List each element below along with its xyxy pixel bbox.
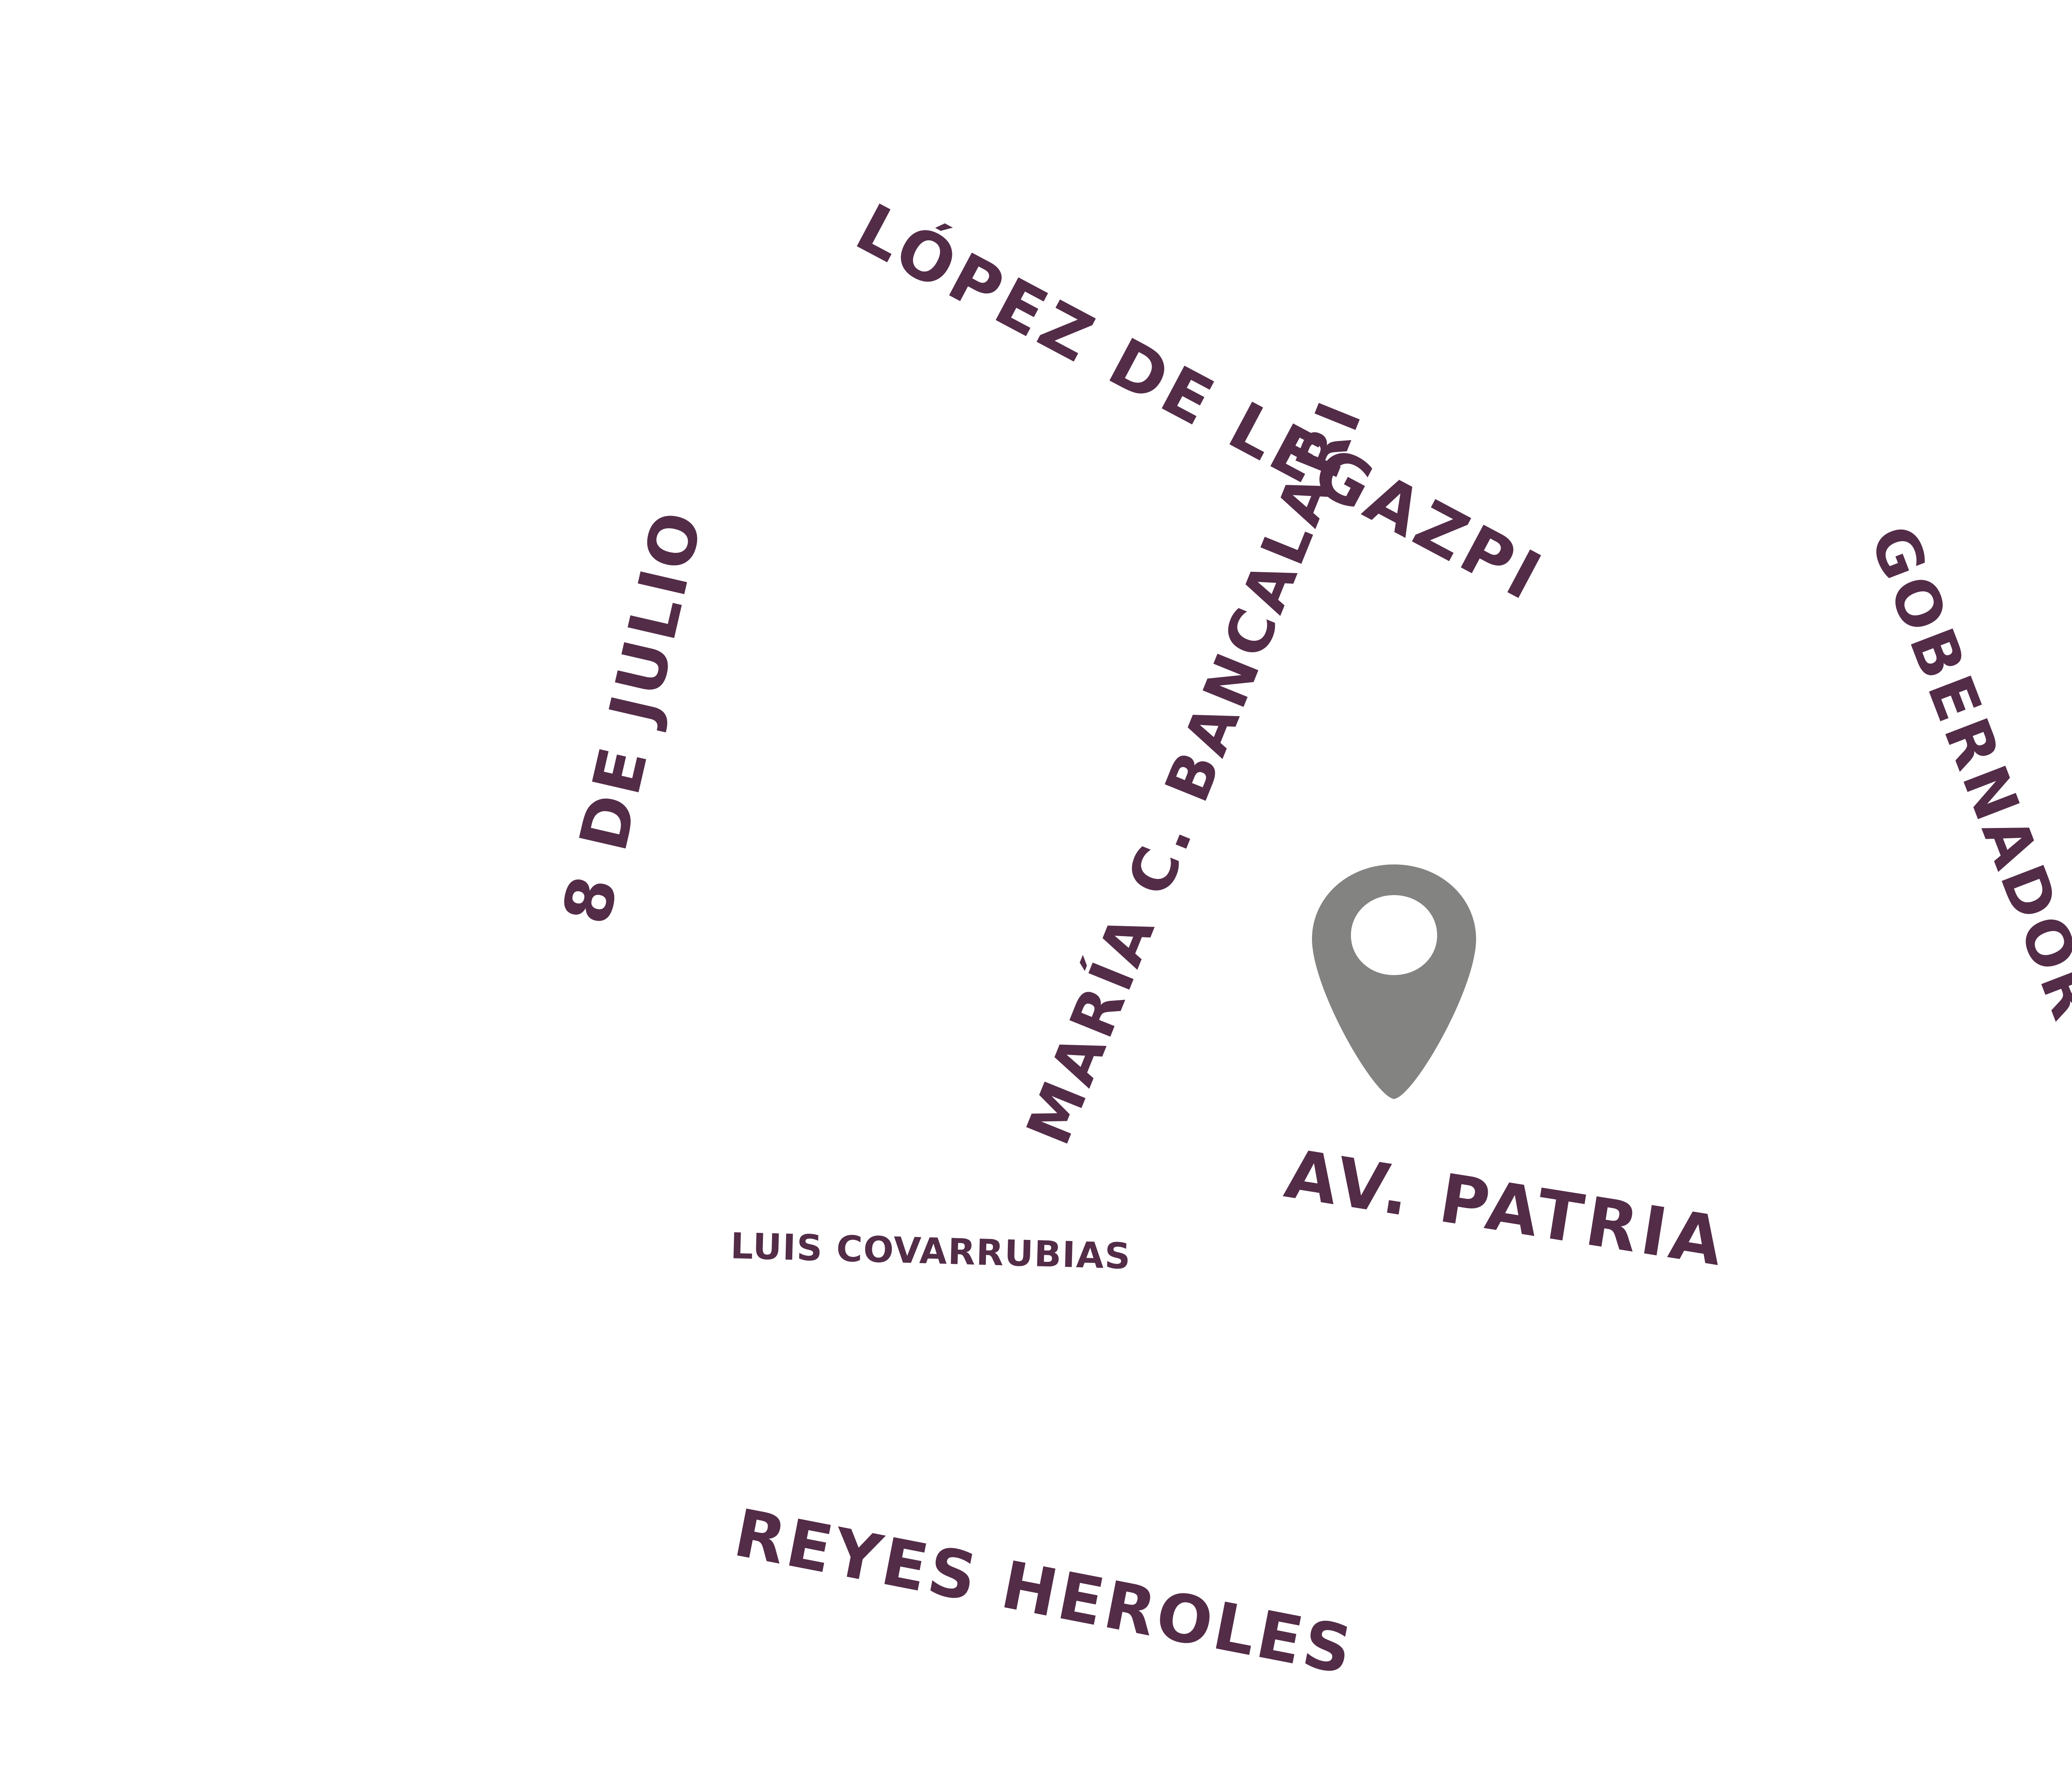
street-label-av-patria: AV. PATRIA (1280, 1135, 1732, 1282)
street-label-luis-covarrubias: LUIS COVARRUBIAS (730, 1225, 1132, 1278)
street-label-reyes-heroles: REYES HEROLES (728, 1495, 1360, 1690)
street-label-lopez-de-legazpi: LÓPEZ DE LEGAZPI (844, 189, 1556, 617)
map-pin-icon (1312, 864, 1476, 1102)
street-label-8-de-julio: 8 DE JULIO (548, 502, 718, 931)
street-label-gobernador-curiel: GOBERNADOR CURIEL (1856, 516, 2072, 1306)
